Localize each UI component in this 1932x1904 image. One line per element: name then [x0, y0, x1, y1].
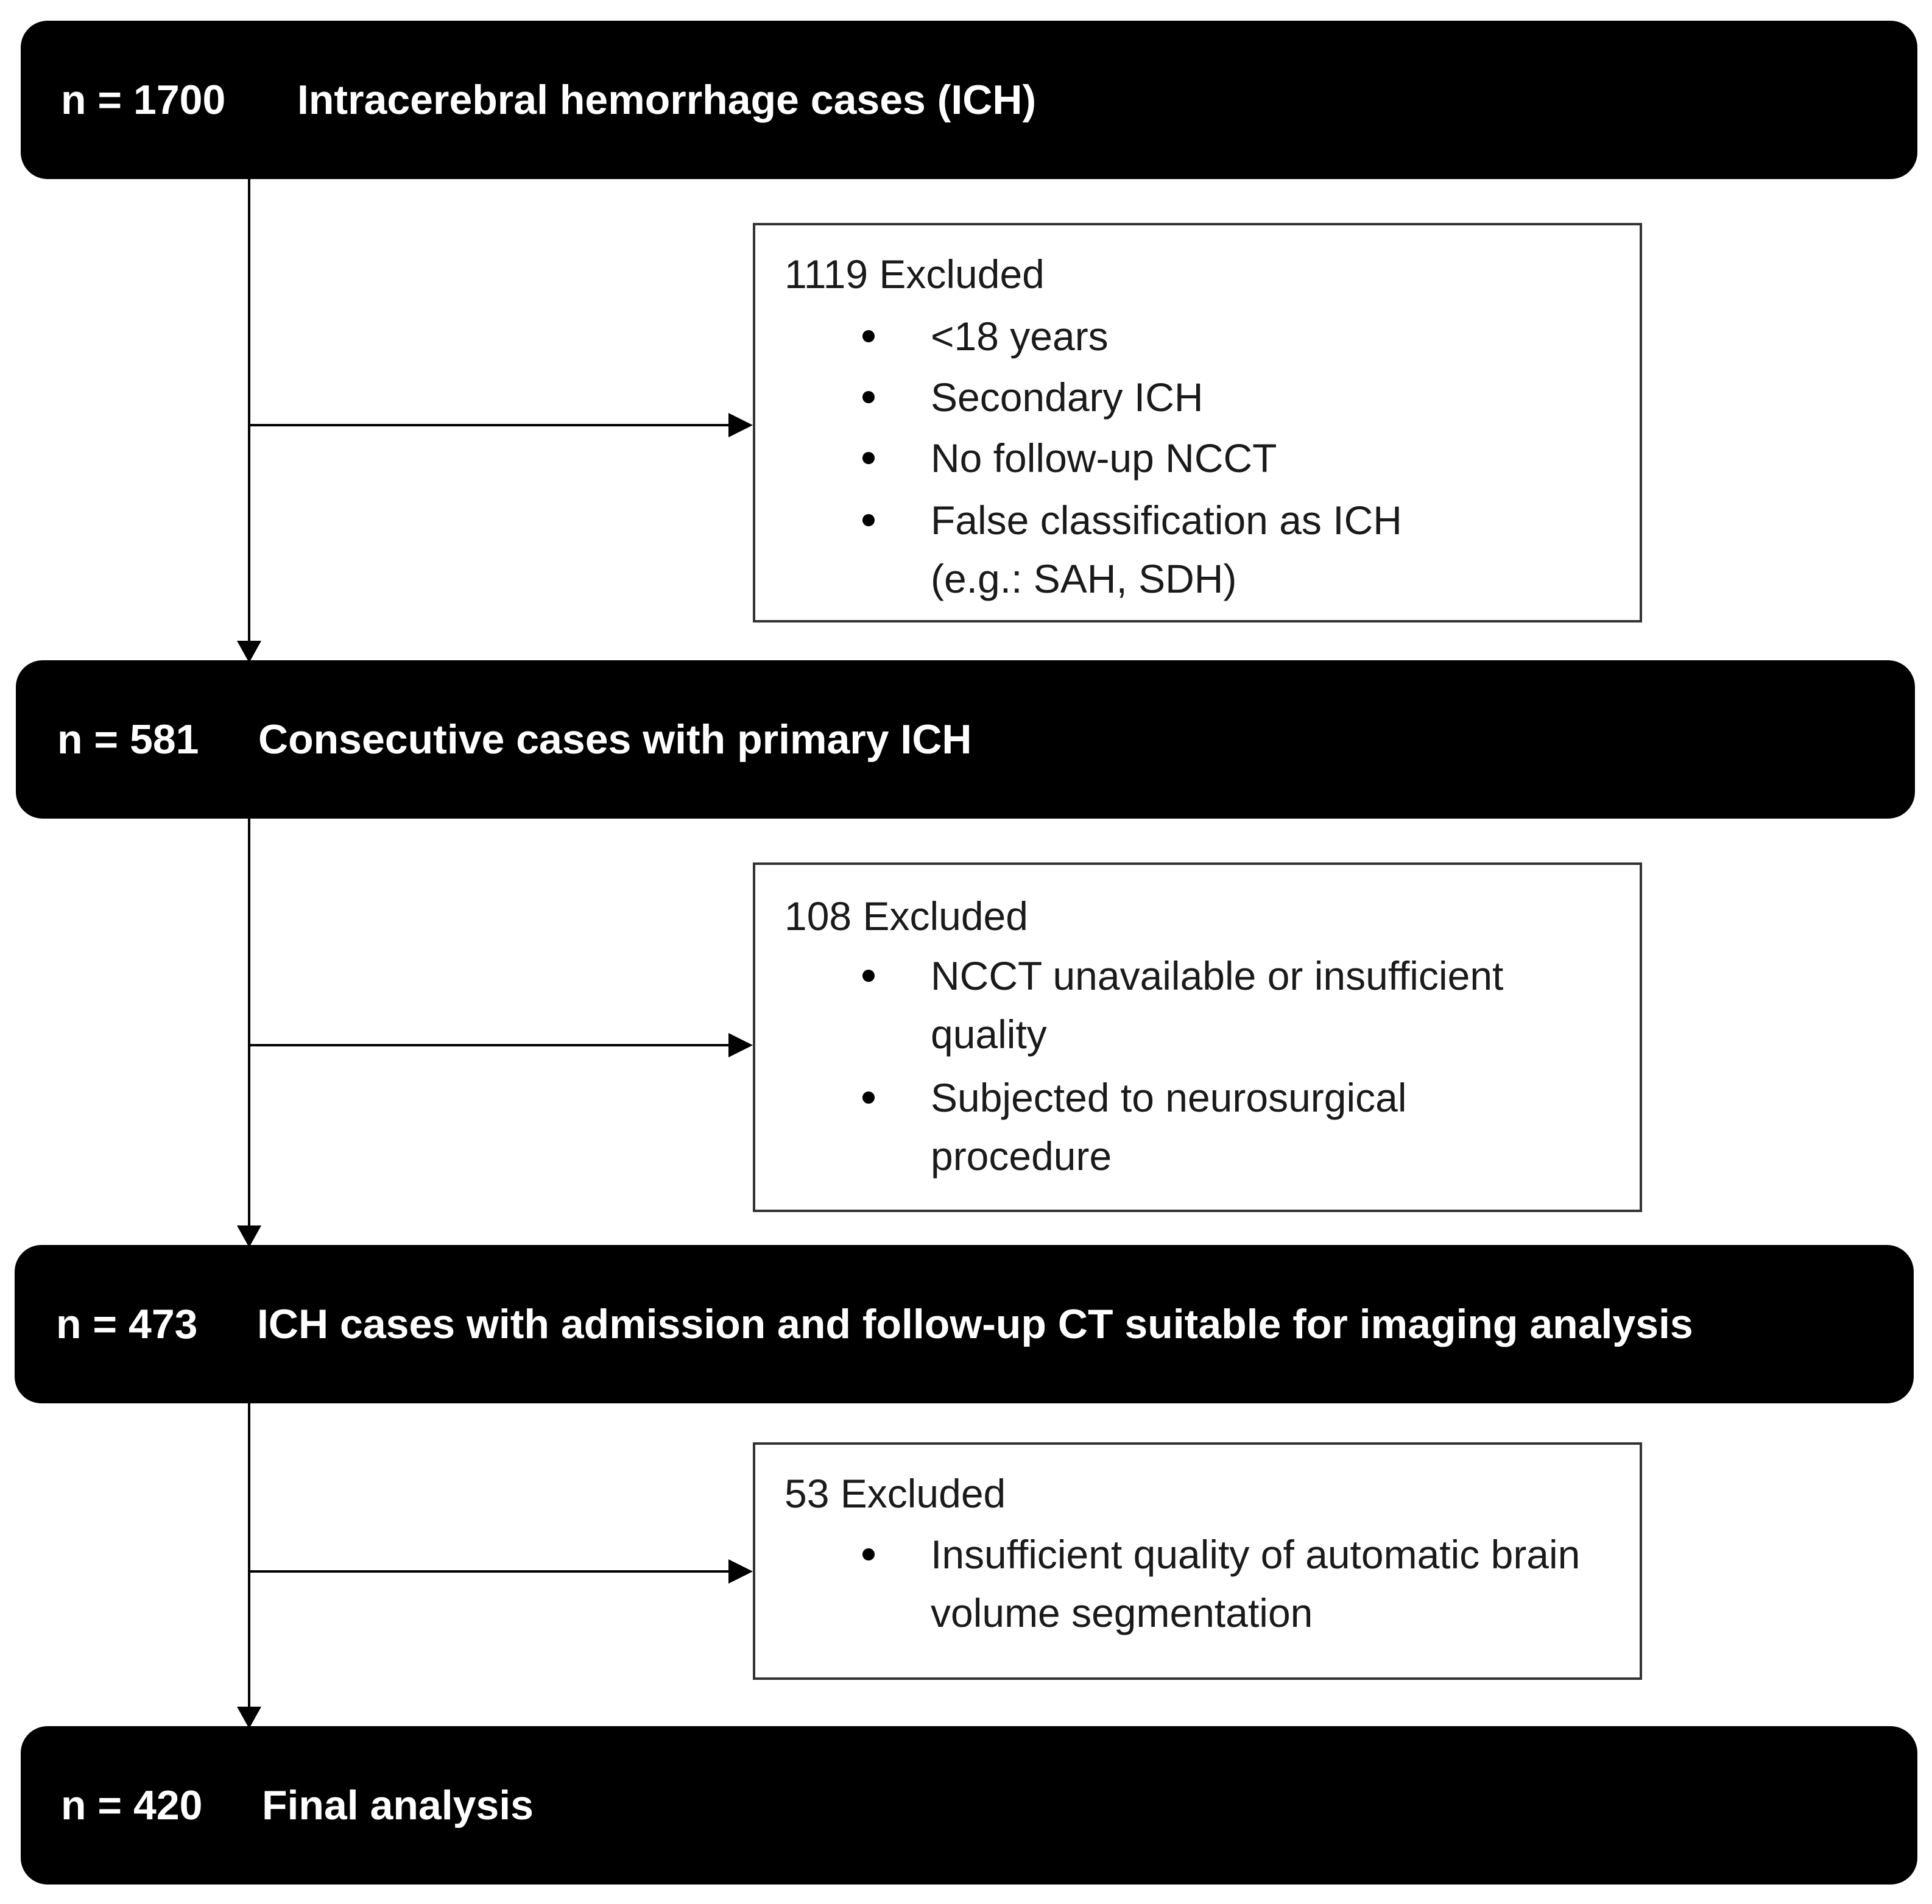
stage-count: n = 581 — [57, 716, 199, 763]
exclusion-item-text: False classification as ICH (e.g.: SAH, … — [931, 498, 1402, 601]
bullet-icon — [862, 970, 875, 982]
exclusion-heading: 53 Excluded — [784, 1471, 1006, 1516]
exclusion-arrowheads — [728, 413, 753, 1584]
stage-count: n = 1700 — [61, 77, 226, 123]
stage-box-2: n = 581 Consecutive cases with primary I… — [16, 660, 1915, 819]
exclusion-heading: 108 Excluded — [784, 894, 1028, 939]
exclusion-heading: 1119 Excluded — [784, 252, 1045, 297]
exclusion-item-text: No follow-up NCCT — [931, 435, 1277, 481]
stage-box-4: n = 420 Final analysis — [21, 1726, 1917, 1885]
arrowhead-exclusion-1 — [728, 413, 753, 437]
exclusion-item-text: <18 years — [931, 314, 1109, 359]
stage-box-3: n = 473 ICH cases with admission and fol… — [15, 1245, 1914, 1403]
stage-count: n = 420 — [61, 1782, 203, 1828]
arrowhead-stage3 — [237, 1225, 261, 1247]
exclusion-item-text: Secondary ICH — [931, 375, 1204, 420]
stage-label: Consecutive cases with primary ICH — [258, 716, 972, 763]
bullet-icon — [862, 514, 875, 526]
bullet-icon — [862, 330, 875, 342]
arrowhead-stage4 — [237, 1707, 261, 1729]
stage-box-1: n = 1700 Intracerebral hemorrhage cases … — [21, 21, 1917, 179]
exclusion-item-text: NCCT unavailable or insufficient quality — [931, 953, 1504, 1057]
exclusion-arrows — [249, 424, 733, 1573]
bullet-icon — [862, 452, 875, 464]
arrowhead-exclusion-3 — [728, 1559, 753, 1584]
stage-label: Final analysis — [262, 1782, 534, 1828]
exclusion-box-3: 53 Excluded Insufficient quality of auto… — [753, 1442, 1642, 1680]
exclusion-box-1: 1119 Excluded <18 years Secondary ICH No… — [753, 223, 1642, 622]
exclusion-box-2: 108 Excluded NCCT unavailable or insuffi… — [753, 862, 1642, 1212]
exclusion-item-text: Insufficient quality of automatic brain … — [931, 1532, 1581, 1635]
stage-count: n = 473 — [56, 1301, 198, 1347]
bullet-icon — [862, 1091, 875, 1104]
arrowhead-stage2 — [237, 641, 261, 663]
bullet-icon — [862, 391, 875, 403]
stage-label: ICH cases with admission and follow-up C… — [257, 1301, 1693, 1347]
main-arrowheads — [237, 641, 261, 1729]
bullet-icon — [862, 1548, 875, 1560]
stage-label: Intracerebral hemorrhage cases (ICH) — [297, 77, 1037, 123]
arrowhead-exclusion-2 — [728, 1033, 753, 1057]
exclusion-item-text: Subjected to neurosurgical procedure — [931, 1075, 1407, 1179]
